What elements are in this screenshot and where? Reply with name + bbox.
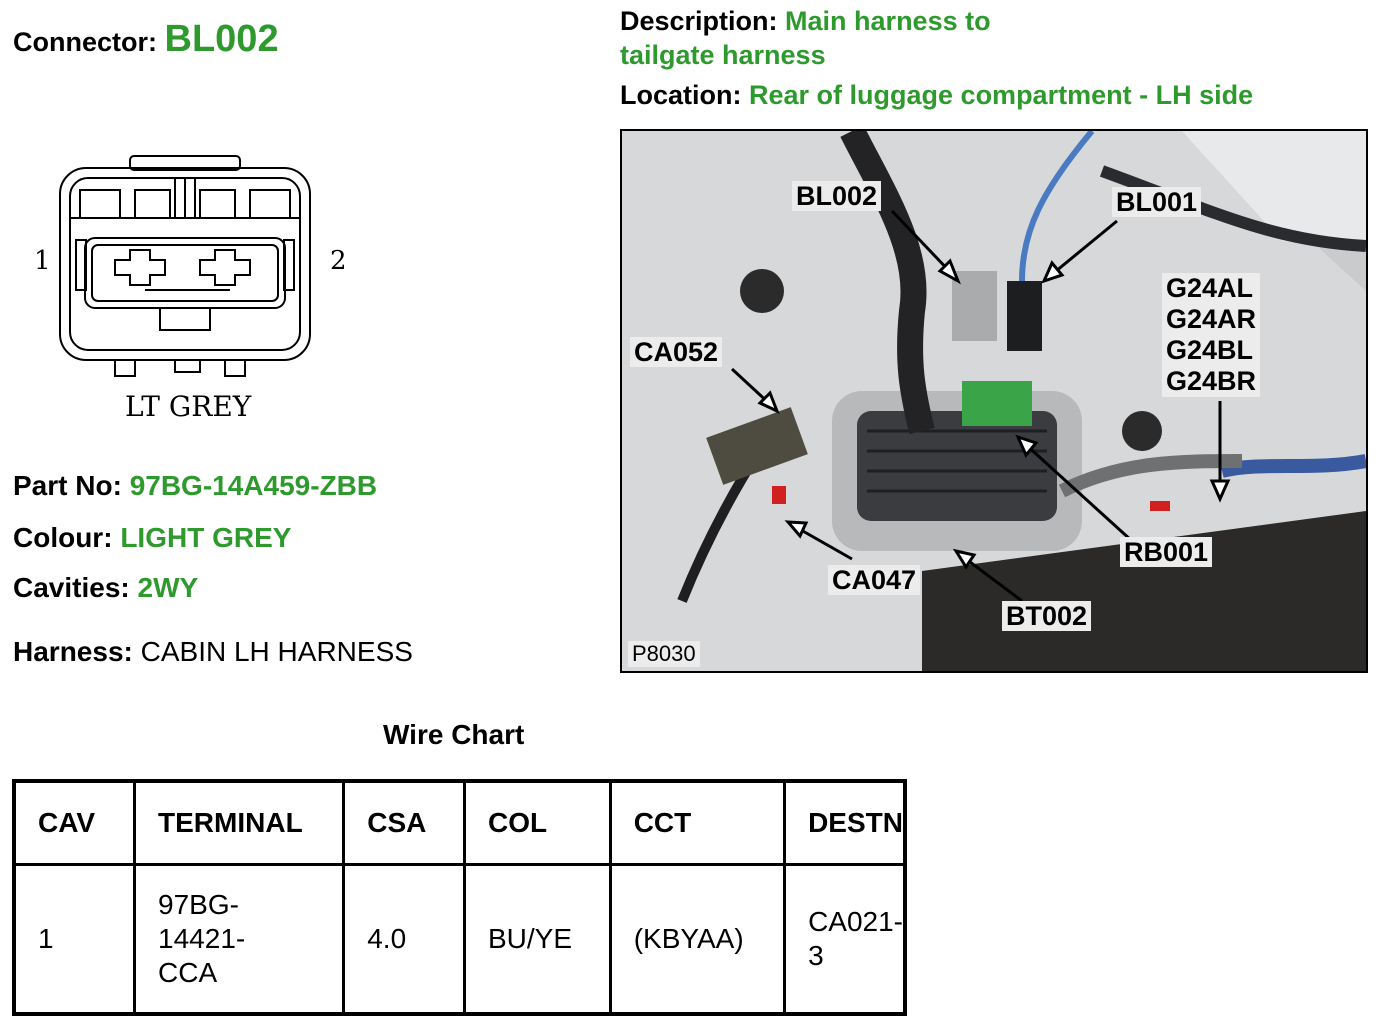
cavities-label: Cavities: — [13, 572, 130, 603]
location-value: Rear of luggage compartment - LH side — [749, 80, 1254, 110]
location-line: Location: Rear of luggage compartment - … — [620, 80, 1253, 111]
callout-g24-group: G24AL G24AR G24BL G24BR — [1162, 273, 1261, 397]
pin-2-label: 2 — [330, 246, 347, 276]
wire-chart-header-row: CAV TERMINAL CSA COL CCT DESTN — [12, 779, 907, 866]
description-value-line2: tailgate harness — [620, 40, 826, 70]
colour-value: LIGHT GREY — [120, 522, 292, 553]
description-label: Description: — [620, 6, 778, 36]
cell-cav: 1 — [12, 863, 137, 1016]
destn-line2: 3 — [808, 940, 824, 971]
connector-heading: Connector: BL002 — [13, 18, 279, 61]
wire-chart-table: CAV TERMINAL CSA COL CCT DESTN 1 97BG- 1… — [12, 779, 907, 1016]
harness-value: CABIN LH HARNESS — [140, 636, 413, 667]
cavities-line: Cavities: 2WY — [13, 572, 198, 604]
callout-g24bl: G24BL — [1166, 335, 1254, 365]
callout-bl002: BL002 — [792, 181, 882, 211]
connector-label: Connector: — [13, 27, 157, 57]
cavities-value: 2WY — [137, 572, 199, 603]
wire-chart-title: Wire Chart — [383, 719, 525, 750]
callout-g24al: G24AL — [1166, 273, 1254, 303]
callout-ca052: CA052 — [630, 337, 723, 367]
terminal-line2: 14421- — [158, 923, 246, 954]
col-header-cav: CAV — [12, 779, 137, 866]
connector-face-diagram: 1 2 LT GREY — [30, 150, 360, 440]
col-header-terminal: TERMINAL — [133, 779, 346, 866]
cell-terminal: 97BG- 14421- CCA — [133, 863, 346, 1016]
connector-colour-caption: LT GREY — [125, 390, 252, 423]
callout-g24ar: G24AR — [1166, 304, 1257, 334]
harness-line: Harness: CABIN LH HARNESS — [13, 636, 413, 668]
cell-col: BU/YE — [462, 863, 612, 1016]
terminal-line1: 97BG- — [158, 889, 239, 920]
cell-csa: 4.0 — [342, 863, 466, 1016]
harness-label: Harness: — [13, 636, 133, 667]
callout-g24br: G24BR — [1166, 366, 1257, 396]
connector-id: BL002 — [164, 18, 279, 60]
part-number-label: Part No: — [13, 470, 122, 501]
pin-1-label: 1 — [34, 246, 51, 276]
photo-reference: P8030 — [628, 641, 700, 667]
colour-line: Colour: LIGHT GREY — [13, 522, 291, 554]
col-header-col: COL — [462, 779, 612, 866]
col-header-csa: CSA — [342, 779, 466, 866]
cell-destn: CA021- 3 — [783, 863, 907, 1016]
callout-bt002: BT002 — [1002, 601, 1092, 631]
callout-ca047: CA047 — [828, 565, 921, 595]
description-value-line1: Main harness to — [785, 6, 991, 36]
location-photo: BL002 BL001 CA052 G24AL G24AR G24BL G24B… — [620, 129, 1368, 673]
col-header-destn: DESTN — [783, 779, 907, 866]
location-label: Location: — [620, 80, 742, 110]
destn-line1: CA021- — [808, 906, 903, 937]
part-number-line: Part No: 97BG-14A459-ZBB — [13, 470, 377, 502]
callout-bl001: BL001 — [1112, 187, 1202, 217]
table-row: 1 97BG- 14421- CCA 4.0 BU/YE (KBYAA) CA0… — [12, 863, 907, 1016]
description-block: Description: Main harness to tailgate ha… — [620, 4, 991, 72]
terminal-line3: CCA — [158, 957, 218, 988]
cell-cct: (KBYAA) — [608, 863, 787, 1016]
part-number-value: 97BG-14A459-ZBB — [129, 470, 378, 501]
callout-rb001: RB001 — [1120, 537, 1213, 567]
col-header-cct: CCT — [608, 779, 787, 866]
colour-label: Colour: — [13, 522, 113, 553]
